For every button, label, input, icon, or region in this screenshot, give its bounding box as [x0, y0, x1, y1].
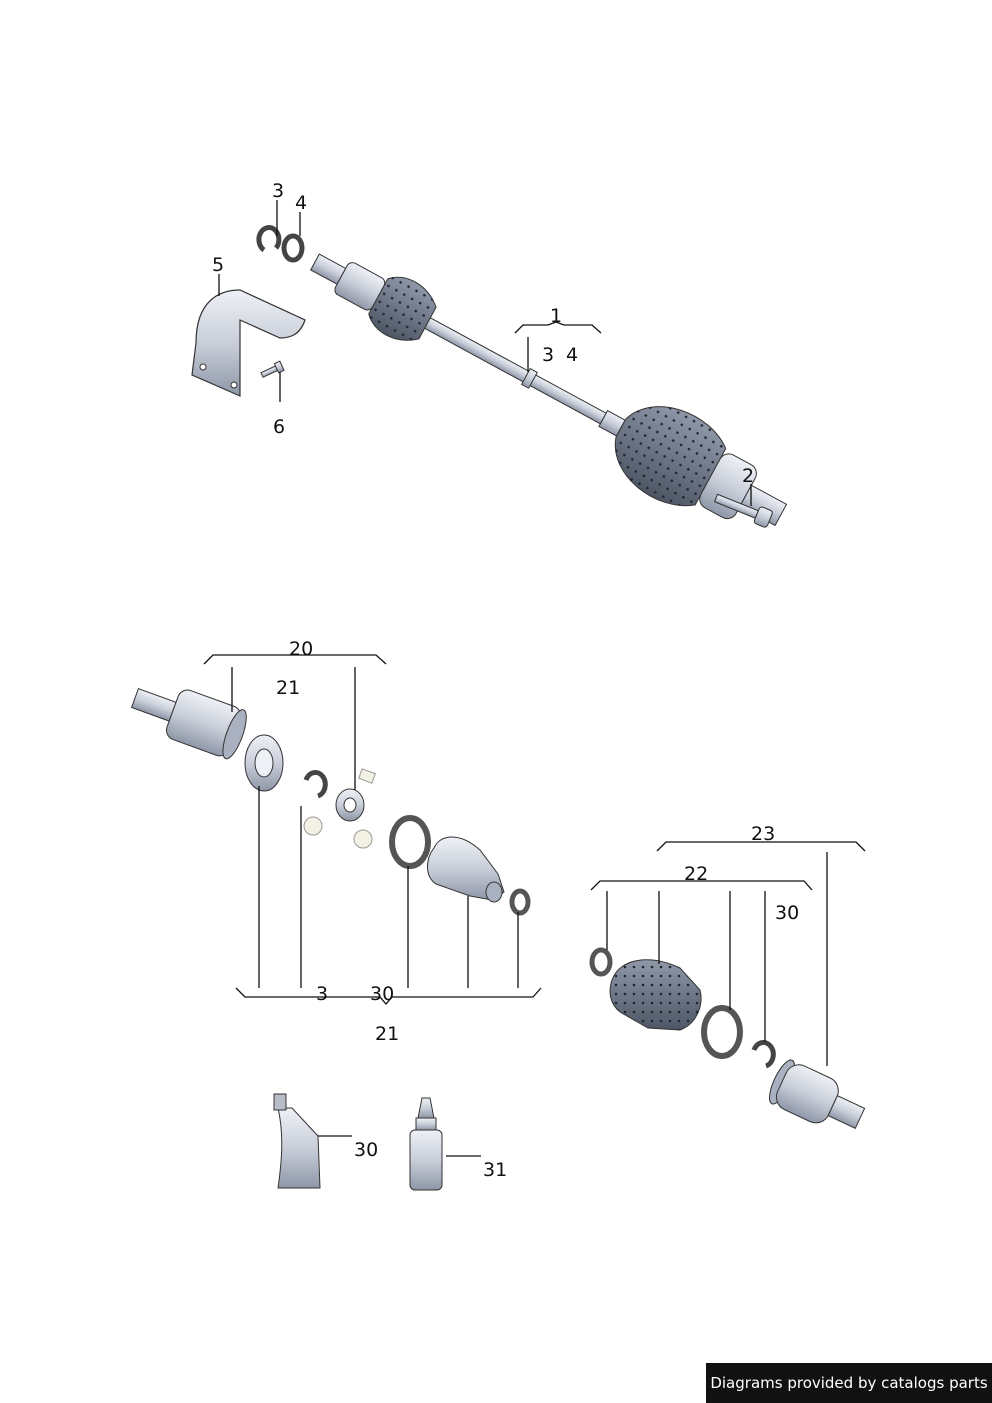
inner-joint-icon	[130, 687, 247, 760]
clamp-icon	[389, 815, 431, 869]
label-30-inner: 30	[370, 983, 394, 1005]
label-1-sub-4: 4	[566, 344, 578, 366]
outer-joint-icon	[769, 1059, 866, 1129]
label-23: 23	[751, 823, 775, 845]
label-6: 6	[273, 416, 285, 438]
heat-shield-icon	[191, 289, 306, 397]
clamp-icon	[589, 947, 613, 977]
boot-icon	[609, 959, 702, 1031]
cover-plate-icon	[244, 734, 284, 792]
label-4: 4	[295, 192, 307, 214]
screw-icon	[260, 360, 285, 378]
label-21-bottom: 21	[375, 1023, 399, 1045]
circlip-icon	[256, 225, 282, 253]
washer-icon	[281, 233, 305, 263]
label-3-inner: 3	[316, 983, 328, 1005]
boot-icon	[427, 836, 505, 903]
label-30-outer: 30	[775, 902, 799, 924]
label-20: 20	[289, 638, 313, 660]
label-2: 2	[742, 465, 754, 487]
clamp-icon	[701, 1005, 743, 1059]
label-1: 1	[550, 305, 562, 327]
label-5: 5	[212, 254, 224, 276]
label-21-top: 21	[276, 677, 300, 699]
attribution-footer: Diagrams provided by catalogs parts	[706, 1363, 992, 1403]
tripod-icon	[303, 768, 376, 849]
label-1-sub-3: 3	[542, 344, 554, 366]
label-30-grease: 30	[354, 1139, 378, 1161]
label-31: 31	[483, 1159, 507, 1181]
clamp-icon	[509, 888, 531, 916]
bolt-icon	[713, 493, 773, 528]
label-3: 3	[272, 180, 284, 202]
grease-tube-icon	[273, 1093, 321, 1189]
circlip-icon	[303, 769, 328, 799]
circlip-icon	[751, 1039, 776, 1069]
label-22: 22	[684, 863, 708, 885]
sealant-bottle-icon	[409, 1097, 443, 1191]
